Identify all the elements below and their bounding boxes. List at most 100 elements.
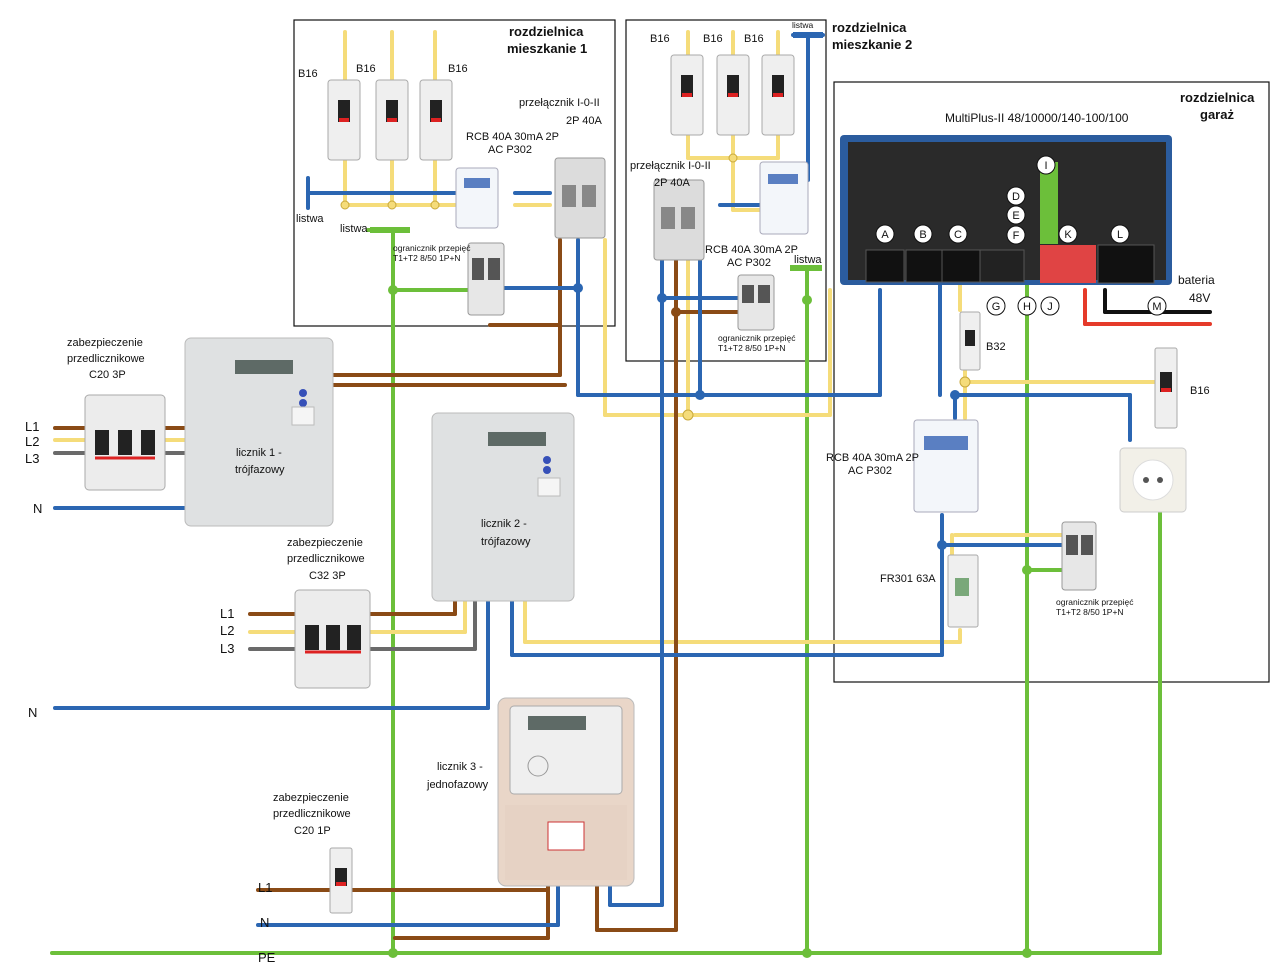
meter2-label-1: licznik 2 - xyxy=(481,518,527,530)
prot2-line3: C32 3P xyxy=(309,570,346,582)
m1-spd-2: T1+T2 8/50 1P+N xyxy=(393,253,461,263)
m2-rcb-1: RCB 40A 30mA 2P xyxy=(705,244,798,256)
meter2-label-2: trójfazowy xyxy=(481,536,531,548)
meter3-label-1: licznik 3 - xyxy=(437,761,483,773)
fr301-switch xyxy=(947,554,979,628)
garage-title-1: rozdzielnica xyxy=(1180,90,1255,105)
m2-spd-2: T1+T2 8/50 1P+N xyxy=(718,343,786,353)
meter3-label-2: jednofazowy xyxy=(426,779,489,791)
n-wires-blue xyxy=(53,33,1132,927)
rcb-m1 xyxy=(455,167,499,229)
m2-spd-1: ogranicznik przepięć xyxy=(718,333,796,343)
breakers-m2 xyxy=(670,54,795,136)
m1-listwa-left: listwa xyxy=(296,213,324,225)
marker-c: C xyxy=(954,229,962,241)
marker-f: F xyxy=(1013,230,1020,242)
spd-m1 xyxy=(467,242,505,316)
garage-rcb-2: AC P302 xyxy=(848,465,892,477)
pe-wires xyxy=(50,228,1162,955)
m1-title-2: mieszkanie 1 xyxy=(507,41,587,56)
l-wires-brown xyxy=(53,238,747,940)
m2-switch-1: przełącznik I-0-II xyxy=(630,160,711,172)
garage-spd-2: T1+T2 8/50 1P+N xyxy=(1056,607,1124,617)
phase-l2: L2 xyxy=(25,434,39,449)
prot3-line1: zabezpieczenie xyxy=(273,792,349,804)
rcb-garage xyxy=(913,419,979,513)
garage-spd-1: ogranicznik przepięć xyxy=(1056,597,1134,607)
garage-rcb-1: RCB 40A 30mA 2P xyxy=(826,452,919,464)
inverter-model: MultiPlus-II 48/10000/140-100/100 xyxy=(945,111,1129,125)
m1-listwa-mid: listwa xyxy=(340,223,368,235)
rcb-m2 xyxy=(759,161,809,235)
pre-meter-c32-3p xyxy=(294,589,371,689)
m1-b16-3: B16 xyxy=(448,63,468,75)
inverter-markers: A B C D E F G H I J K L M xyxy=(875,155,1167,316)
neutral-n: N xyxy=(33,501,42,516)
battery-label-2: 48V xyxy=(1189,291,1210,305)
phase-l3b: L3 xyxy=(220,641,234,656)
m1-rcb-1: RCB 40A 30mA 2P xyxy=(466,131,559,143)
prot1-line1: zabezpieczenie xyxy=(67,337,143,349)
pre-meter-c20-3p xyxy=(84,394,166,491)
garage-title-2: garaż xyxy=(1200,107,1234,122)
switch-m1 xyxy=(554,157,606,239)
battery-label-1: bateria xyxy=(1178,273,1215,287)
box-mieszkanie-2 xyxy=(625,19,827,362)
marker-b: B xyxy=(919,229,926,241)
marker-l: L xyxy=(1117,229,1123,241)
m2-rcb-2: AC P302 xyxy=(727,257,771,269)
phase-l2b: L2 xyxy=(220,623,234,638)
breaker-b16 xyxy=(419,79,453,161)
neutral-nc: N xyxy=(260,915,269,930)
m1-switch-2: 2P 40A xyxy=(566,115,603,127)
inverter-multiplus xyxy=(840,135,1172,285)
switch-m2 xyxy=(653,179,705,261)
prot2-line1: zabezpieczenie xyxy=(287,537,363,549)
phase-l3: L3 xyxy=(25,451,39,466)
garage-b16: B16 xyxy=(1190,385,1210,397)
marker-i: I xyxy=(1044,160,1047,172)
meter-3 xyxy=(497,697,635,887)
breaker-b16-garage xyxy=(1154,347,1178,429)
prot1-line3: C20 3P xyxy=(89,369,126,381)
phase-l1: L1 xyxy=(25,419,39,434)
m2-listwa-top: listwa xyxy=(792,20,814,30)
neutral-nb: N xyxy=(28,705,37,720)
breaker-b16 xyxy=(716,54,750,136)
garage-b32: B32 xyxy=(986,341,1006,353)
socket-outlet xyxy=(1119,447,1187,513)
breaker-b32-garage xyxy=(959,311,981,371)
m2-b16-2: B16 xyxy=(703,33,723,45)
m2-b16-3: B16 xyxy=(744,33,764,45)
breaker-b16 xyxy=(761,54,795,136)
marker-a: A xyxy=(881,229,889,241)
meter1-label-2: trójfazowy xyxy=(235,464,285,476)
meter-2 xyxy=(431,412,575,602)
breaker-b16 xyxy=(375,79,409,161)
m2-b16-1: B16 xyxy=(650,33,670,45)
m2-title-2: mieszkanie 2 xyxy=(832,37,912,52)
phase-l1c: L1 xyxy=(258,880,272,895)
marker-d: D xyxy=(1012,191,1020,203)
m2-listwa-right: listwa xyxy=(794,254,822,266)
m1-spd-1: ogranicznik przepięć xyxy=(393,243,471,253)
m1-title-1: rozdzielnica xyxy=(509,24,584,39)
m1-b16-1: B16 xyxy=(298,68,318,80)
spd-garage xyxy=(1061,521,1097,591)
m1-switch-1: przełącznik I-0-II xyxy=(519,97,600,109)
meter1-label-1: licznik 1 - xyxy=(236,447,282,459)
m1-b16-2: B16 xyxy=(356,63,376,75)
box-garaz xyxy=(833,81,1270,683)
meter-1 xyxy=(184,337,334,527)
breakers-m1 xyxy=(327,79,453,161)
protective-earth-pe: PE xyxy=(258,950,276,965)
marker-h: H xyxy=(1023,301,1031,313)
breaker-b16 xyxy=(327,79,361,161)
marker-k: K xyxy=(1064,229,1072,241)
spd-m2 xyxy=(737,274,775,331)
prot2-line2: przedlicznikowe xyxy=(287,553,365,565)
marker-j: J xyxy=(1047,301,1053,313)
prot3-line2: przedlicznikowe xyxy=(273,808,351,820)
marker-g: G xyxy=(992,301,1001,313)
